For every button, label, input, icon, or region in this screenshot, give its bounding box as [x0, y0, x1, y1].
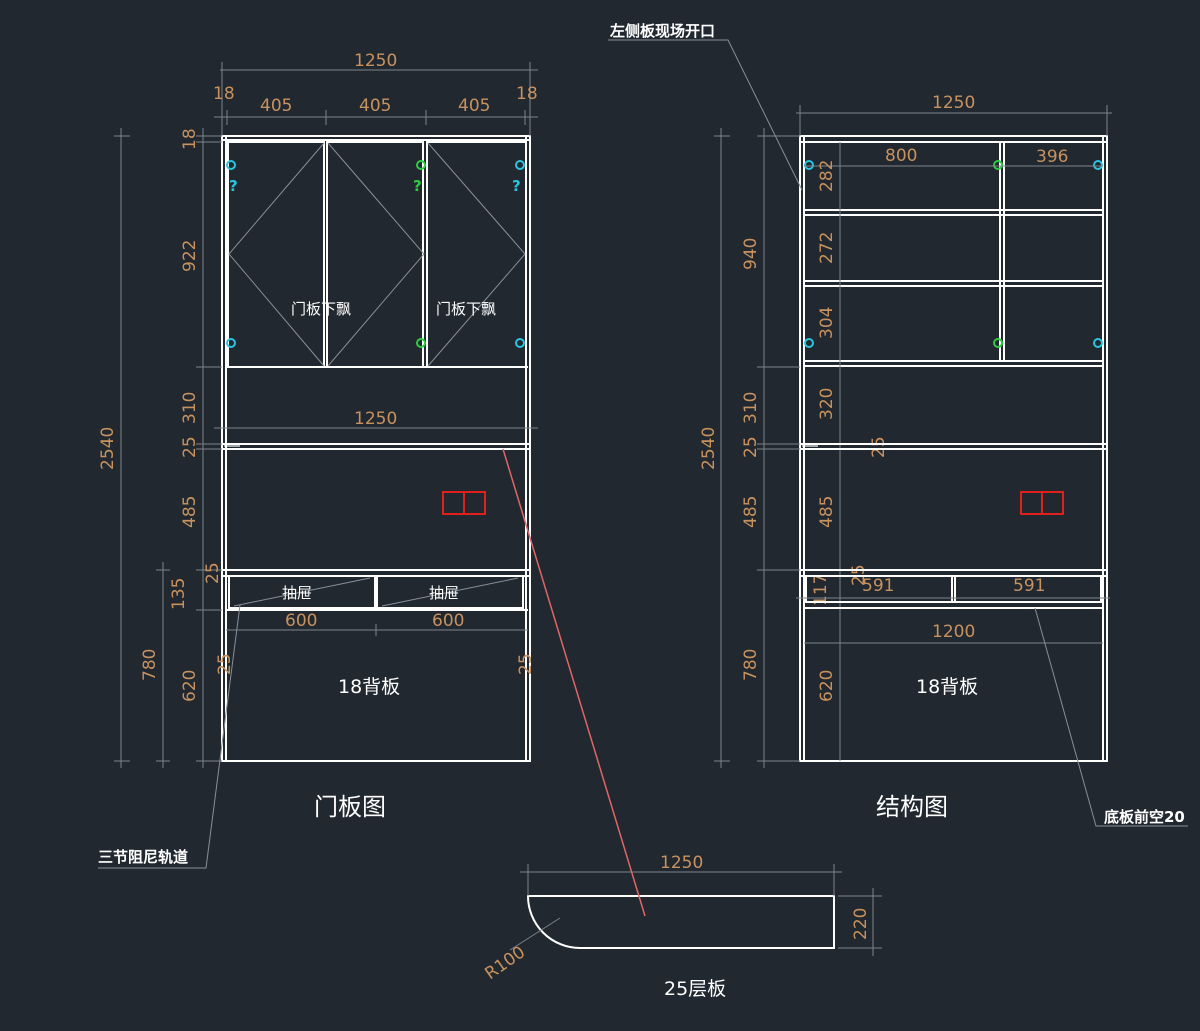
dim-lower-inner: 620 — [817, 670, 837, 702]
note-left-side-panel: 左侧板现场开口 — [609, 22, 715, 40]
dim-shelf-detail-depth: 220 — [851, 908, 871, 940]
dim-drawer-thk: 25 — [203, 562, 223, 584]
dim-door3: 405 — [458, 96, 490, 116]
section-line — [502, 448, 646, 917]
drawer-label-2: 抽屉 — [429, 584, 459, 602]
dim-row3: 304 — [817, 307, 837, 339]
compartment-shelves — [803, 142, 1104, 367]
left-view-title: 门板图 — [314, 793, 386, 821]
dim-gap-right: 310 — [741, 392, 761, 424]
socket-icon — [442, 491, 486, 515]
dim-drawer-height: 135 — [169, 578, 189, 610]
door-drop-label-1: 门板下飘 — [291, 300, 351, 318]
door-drop-label-2: 门板下飘 — [436, 300, 496, 318]
question-mark: ? — [413, 177, 422, 195]
leader-notes: 左侧板现场开口 三节阻尼轨道 底板前空20 — [98, 22, 1188, 869]
socket-icon-right — [1020, 491, 1064, 515]
dim-middle-inner: 485 — [817, 496, 837, 528]
dim-back-left: 25 — [215, 653, 235, 675]
drawer-label-1: 抽屉 — [282, 584, 312, 602]
dim-door1: 405 — [260, 96, 292, 116]
note-bottom-gap: 底板前空20 — [1104, 808, 1185, 826]
vertical-dimensions — [114, 128, 222, 768]
back-panel-label: 18背板 — [338, 676, 400, 698]
dim-shelf: 25 — [180, 436, 200, 458]
dim-lower-total: 780 — [140, 649, 160, 681]
dim-total-height: 2540 — [98, 427, 118, 470]
question-mark: ? — [229, 177, 238, 195]
dim-gap-inner: 320 — [817, 388, 837, 420]
dim-comp-wide: 800 — [885, 146, 917, 166]
dim-shelf-detail-width: 1250 — [660, 853, 703, 873]
dim-drawer-w2: 600 — [432, 611, 464, 631]
dim-row1: 282 — [817, 160, 837, 192]
dim-total-width-right: 1250 — [932, 93, 975, 113]
dim-comp-narrow: 396 — [1036, 147, 1068, 167]
dim-upper-height: 922 — [180, 240, 200, 272]
shelf-25-right — [799, 443, 1108, 450]
dim-drawer-2: 591 — [1013, 576, 1045, 596]
dim-total-height-right: 2540 — [699, 427, 719, 470]
dim-bottom-width: 1200 — [932, 622, 975, 642]
dim-lower: 620 — [180, 670, 200, 702]
dim-middle: 485 — [180, 496, 200, 528]
left-view: ? ? ? 门板下飘 门板下飘 抽屉 抽屉 18背板 门板图 — [98, 51, 538, 821]
right-view: 800 396 282 272 304 320 25 485 117 25 62… — [699, 93, 1112, 821]
dim-shelf-width: 1250 — [354, 409, 397, 429]
dim-lower-total-right: 780 — [741, 649, 761, 681]
shelf-25 — [221, 443, 531, 450]
drawers — [221, 569, 531, 611]
top-dimensions — [214, 62, 538, 136]
back-panel-label-right: 18背板 — [916, 676, 978, 698]
dim-door2: 405 — [359, 96, 391, 116]
dim-middle-right: 485 — [741, 496, 761, 528]
dim-top: 18 — [180, 128, 200, 150]
hinge-markers-right — [804, 160, 1103, 348]
hinge-markers: ? ? ? — [226, 160, 525, 348]
dim-shelf-inner: 25 — [869, 436, 889, 458]
drawer-structure — [796, 569, 1110, 609]
dim-shelf-right: 25 — [741, 436, 761, 458]
dim-radius: R100 — [481, 942, 529, 984]
dim-drawer-1: 591 — [862, 576, 894, 596]
upper-doors — [226, 141, 528, 368]
shelf-detail: 1250 220 R100 25层板 — [481, 853, 882, 1000]
dim-gap: 310 — [180, 392, 200, 424]
shelf-detail-title: 25层板 — [664, 978, 726, 1000]
dim-row2: 272 — [817, 232, 837, 264]
note-rail: 三节阻尼轨道 — [98, 848, 188, 866]
right-view-title: 结构图 — [876, 793, 948, 821]
dim-total-width: 1250 — [354, 51, 397, 71]
question-mark: ? — [512, 177, 521, 195]
dim-drawer-w1: 600 — [285, 611, 317, 631]
dim-back-right: 25 — [516, 653, 536, 675]
dim-upper-height-right: 940 — [741, 238, 761, 270]
vertical-dimensions-right — [714, 128, 800, 768]
dim-side-right: 18 — [516, 84, 538, 104]
dim-side-left: 18 — [213, 84, 235, 104]
